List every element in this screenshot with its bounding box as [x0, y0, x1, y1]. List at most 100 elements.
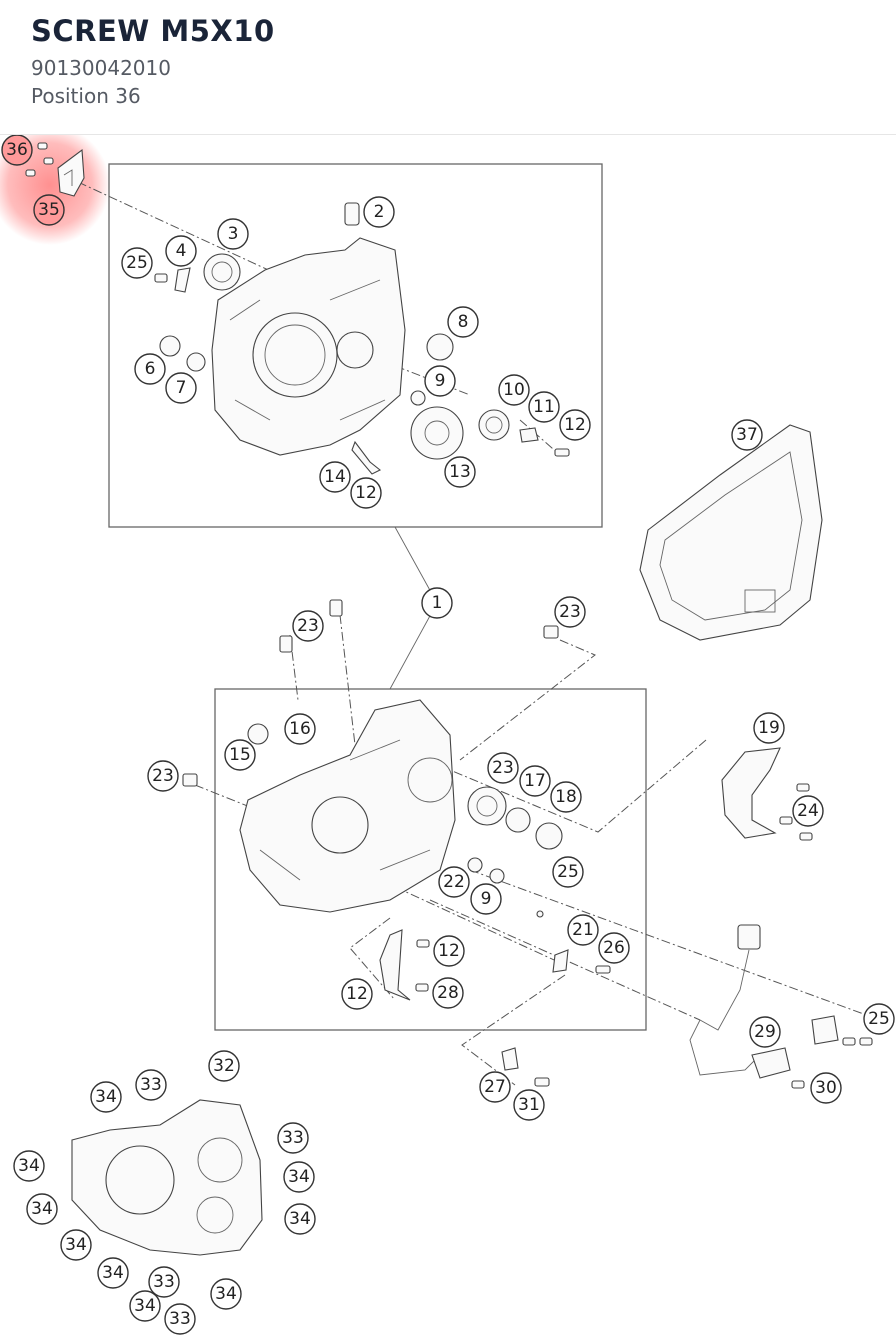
callout-number: 36 — [6, 140, 28, 160]
callout-31[interactable]: 31 — [513, 1089, 545, 1121]
callout-1[interactable]: 1 — [421, 587, 453, 619]
lower-crankcase — [182, 599, 611, 1001]
callout-number: 32 — [213, 1056, 235, 1076]
callout-number: 33 — [153, 1272, 175, 1292]
callout-24[interactable]: 24 — [792, 795, 824, 827]
callout-21[interactable]: 21 — [567, 914, 599, 946]
callout-18[interactable]: 18 — [550, 781, 582, 813]
callout-34[interactable]: 34 — [283, 1161, 315, 1193]
callout-26[interactable]: 26 — [598, 932, 630, 964]
callout-number: 27 — [484, 1077, 506, 1097]
callout-34[interactable]: 34 — [284, 1203, 316, 1235]
callout-number: 22 — [443, 872, 465, 892]
callout-22[interactable]: 22 — [438, 866, 470, 898]
callout-34[interactable]: 34 — [90, 1081, 122, 1113]
parts-31-32 — [501, 1047, 550, 1087]
callout-11[interactable]: 11 — [528, 391, 560, 423]
callout-25[interactable]: 25 — [121, 247, 153, 279]
callout-number: 7 — [176, 378, 187, 398]
upper-crankcase — [154, 202, 570, 475]
callout-12[interactable]: 12 — [350, 477, 382, 509]
callout-number: 13 — [449, 462, 471, 482]
callout-number: 11 — [533, 397, 555, 417]
callout-29[interactable]: 29 — [749, 1016, 781, 1048]
callout-19[interactable]: 19 — [753, 712, 785, 744]
callout-36[interactable]: 36 — [1, 135, 33, 166]
callout-14[interactable]: 14 — [319, 461, 351, 493]
callout-25[interactable]: 25 — [863, 1003, 895, 1035]
callout-3[interactable]: 3 — [217, 218, 249, 250]
callout-35[interactable]: 35 — [33, 194, 65, 226]
callout-23[interactable]: 23 — [554, 596, 586, 628]
callout-12[interactable]: 12 — [559, 409, 591, 441]
callout-number: 4 — [176, 241, 187, 261]
callout-number: 16 — [289, 719, 311, 739]
callout-number: 34 — [289, 1209, 311, 1229]
callout-33[interactable]: 33 — [135, 1069, 167, 1101]
callout-9[interactable]: 9 — [424, 365, 456, 397]
callout-7[interactable]: 7 — [165, 372, 197, 404]
callout-33[interactable]: 33 — [164, 1303, 196, 1335]
callout-2[interactable]: 2 — [363, 196, 395, 228]
callout-34[interactable]: 34 — [26, 1193, 58, 1225]
callout-28[interactable]: 28 — [432, 977, 464, 1009]
callout-number: 21 — [572, 920, 594, 940]
part-number: 90130042010 — [31, 56, 171, 80]
callout-17[interactable]: 17 — [519, 765, 551, 797]
crankcase-fastener-view — [71, 1099, 263, 1256]
callout-13[interactable]: 13 — [444, 456, 476, 488]
callout-23[interactable]: 23 — [292, 610, 324, 642]
callout-number: 23 — [297, 616, 319, 636]
callout-33[interactable]: 33 — [148, 1266, 180, 1298]
part-title: SCREW M5X10 — [31, 14, 275, 48]
callout-34[interactable]: 34 — [129, 1290, 161, 1322]
callout-32[interactable]: 32 — [208, 1050, 240, 1082]
callout-23[interactable]: 23 — [487, 752, 519, 784]
callout-27[interactable]: 27 — [479, 1071, 511, 1103]
callout-16[interactable]: 16 — [284, 713, 316, 745]
callout-number: 34 — [215, 1284, 237, 1304]
callout-number: 33 — [282, 1128, 304, 1148]
callout-number: 33 — [140, 1075, 162, 1095]
callout-number: 28 — [437, 983, 459, 1003]
callout-number: 34 — [31, 1199, 53, 1219]
callout-number: 6 — [145, 359, 156, 379]
callout-number: 37 — [736, 425, 758, 445]
callout-number: 12 — [346, 984, 368, 1004]
callout-number: 9 — [435, 371, 446, 391]
callout-number: 25 — [557, 862, 579, 882]
part-36-screws[interactable] — [25, 142, 54, 177]
callout-number: 26 — [603, 938, 625, 958]
part-35-bracket[interactable] — [57, 148, 85, 197]
callout-number: 34 — [65, 1235, 87, 1255]
callout-number: 31 — [518, 1095, 540, 1115]
callout-23[interactable]: 23 — [147, 760, 179, 792]
callout-25[interactable]: 25 — [552, 856, 584, 888]
callout-number: 8 — [458, 312, 469, 332]
callout-number: 15 — [229, 745, 251, 765]
callout-37[interactable]: 37 — [731, 419, 763, 451]
callout-33[interactable]: 33 — [277, 1122, 309, 1154]
callout-number: 25 — [868, 1009, 890, 1029]
upper-box — [108, 163, 603, 528]
callout-number: 2 — [374, 202, 385, 222]
callout-30[interactable]: 30 — [810, 1072, 842, 1104]
callout-12[interactable]: 12 — [433, 935, 465, 967]
callout-9[interactable]: 9 — [470, 883, 502, 915]
callout-4[interactable]: 4 — [165, 235, 197, 267]
callout-6[interactable]: 6 — [134, 353, 166, 385]
callout-8[interactable]: 8 — [447, 306, 479, 338]
callout-34[interactable]: 34 — [60, 1229, 92, 1261]
callout-10[interactable]: 10 — [498, 374, 530, 406]
callout-12[interactable]: 12 — [341, 978, 373, 1010]
callout-number: 10 — [503, 380, 525, 400]
callout-34[interactable]: 34 — [97, 1257, 129, 1289]
callout-34[interactable]: 34 — [210, 1278, 242, 1310]
callout-number: 34 — [102, 1263, 124, 1283]
callout-number: 34 — [134, 1296, 156, 1316]
callout-number: 25 — [126, 253, 148, 273]
callout-34[interactable]: 34 — [13, 1150, 45, 1182]
callout-15[interactable]: 15 — [224, 739, 256, 771]
